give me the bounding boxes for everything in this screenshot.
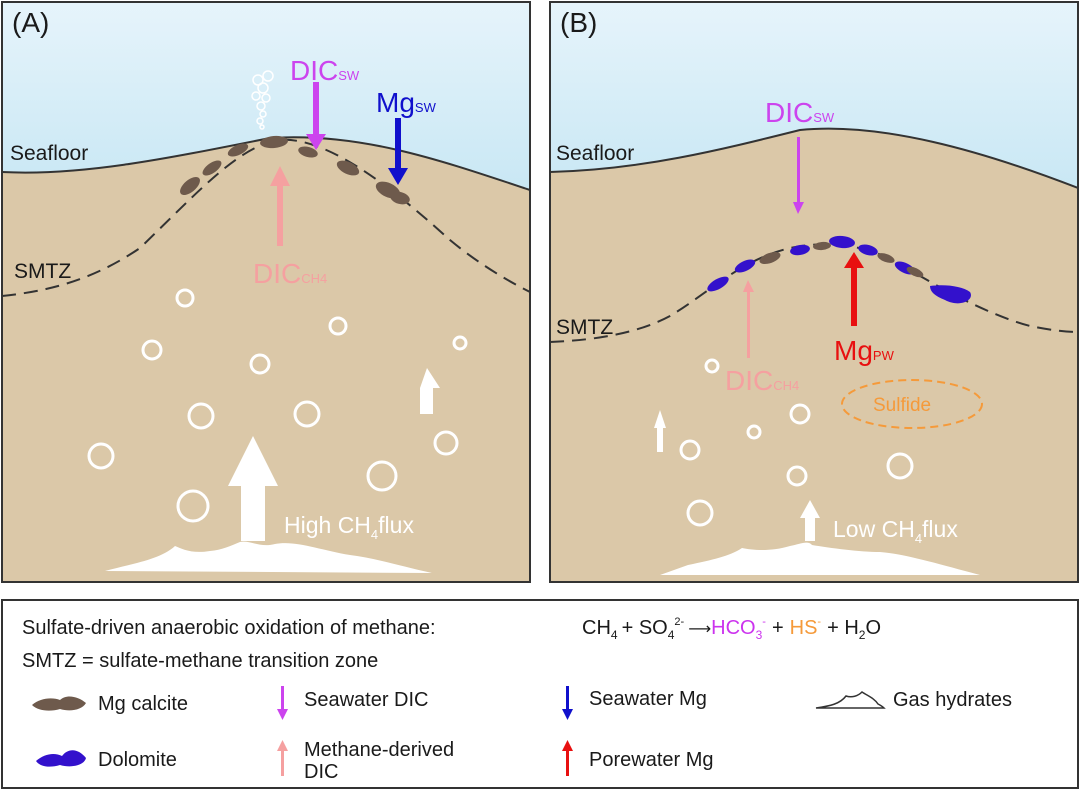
rising-bubbles-icon [251, 70, 274, 130]
legend-mg-calcite: Mg calcite [98, 693, 188, 715]
panel-b-label: (B) [560, 7, 597, 38]
dolomite-crusts [707, 235, 971, 304]
seafloor-label: Seafloor [10, 142, 88, 165]
dic-ch4-label: DICCH4 [253, 258, 327, 289]
seafloor-line [550, 127, 1078, 189]
smtz-definition: SMTZ = sulfate-methane transition zone [22, 650, 378, 672]
dic-ch4-label: DICCH4 [725, 365, 799, 396]
pink-up-arrow-icon [277, 740, 288, 776]
small-flux-arrow-icon [654, 410, 666, 452]
mg-calcite-crusts [180, 135, 410, 205]
porewater-mg-arrow [844, 252, 864, 326]
seawater-dic-arrow [793, 137, 804, 214]
dic-sw-label: DICSW [765, 97, 835, 128]
mg-calcite-crusts [759, 241, 924, 278]
small-flux-arrow-icon [420, 368, 440, 414]
methane-dic-arrow [270, 166, 290, 246]
large-flux-arrow-icon [228, 436, 278, 541]
legend-gas-hydrates: Gas hydrates [893, 689, 1012, 711]
reaction-equation: CH4+ SO42-⟶HCO3-+HS-+ H2O [582, 616, 881, 642]
legend-methane-dic-1: Methane-derived [304, 739, 454, 761]
smtz-dashed-line [2, 138, 530, 297]
red-up-arrow-icon [562, 740, 573, 776]
legend-porewater-mg: Porewater Mg [589, 749, 714, 771]
seawater-mg-arrow [388, 118, 408, 185]
methane-bubbles [87, 288, 468, 523]
mg-pw-label: MgPW [834, 335, 895, 366]
panel-a: (A) Seafloor SMTZ DICSW MgSW DICCH4 High… [2, 2, 530, 582]
blue-down-arrow-icon [562, 686, 573, 720]
dic-sw-label: DICSW [290, 55, 360, 86]
sulfide-zone [841, 379, 983, 429]
mg-calcite-swatch-icon [32, 696, 86, 711]
sulfide-label: Sulfide [873, 395, 931, 416]
reaction-label: Sulfate-driven anaerobic oxidation of me… [22, 617, 436, 639]
seawater-dic-arrow [306, 82, 326, 150]
gas-hydrate-icon [105, 541, 432, 573]
methane-dic-arrow [743, 280, 754, 358]
large-flux-arrow-icon [800, 500, 820, 541]
low-flux-label: Low CH4flux [833, 516, 958, 546]
dolomite-swatch-icon [36, 750, 86, 767]
gas-hydrate-outline-icon [815, 691, 886, 709]
sediment-area [2, 137, 530, 582]
legend-seawater-dic: Seawater DIC [304, 689, 429, 711]
seafloor-label: Seafloor [556, 142, 634, 165]
sediment-area [550, 128, 1078, 582]
panel-b-border [549, 1, 1079, 583]
panel-a-border [1, 1, 531, 583]
high-flux-label: High CH4flux [284, 512, 414, 542]
legend-seawater-mg: Seawater Mg [589, 688, 707, 710]
purple-down-arrow-icon [277, 686, 288, 720]
legend-methane-dic-2: DIC [304, 761, 338, 783]
panel-b: (B) Seafloor SMTZ DICSW MgPW DICCH4 Sulf… [550, 2, 1078, 582]
legend-dolomite: Dolomite [98, 749, 177, 771]
smtz-label: SMTZ [14, 260, 71, 283]
panel-a-label: (A) [12, 7, 49, 38]
gas-hydrate-icon [660, 542, 980, 575]
legend-border [1, 599, 1079, 789]
methane-bubbles [679, 358, 914, 527]
smtz-label: SMTZ [556, 316, 613, 339]
mg-sw-label: MgSW [376, 87, 437, 118]
legend: Sulfate-driven anaerobic oxidation of me… [1, 599, 1079, 789]
